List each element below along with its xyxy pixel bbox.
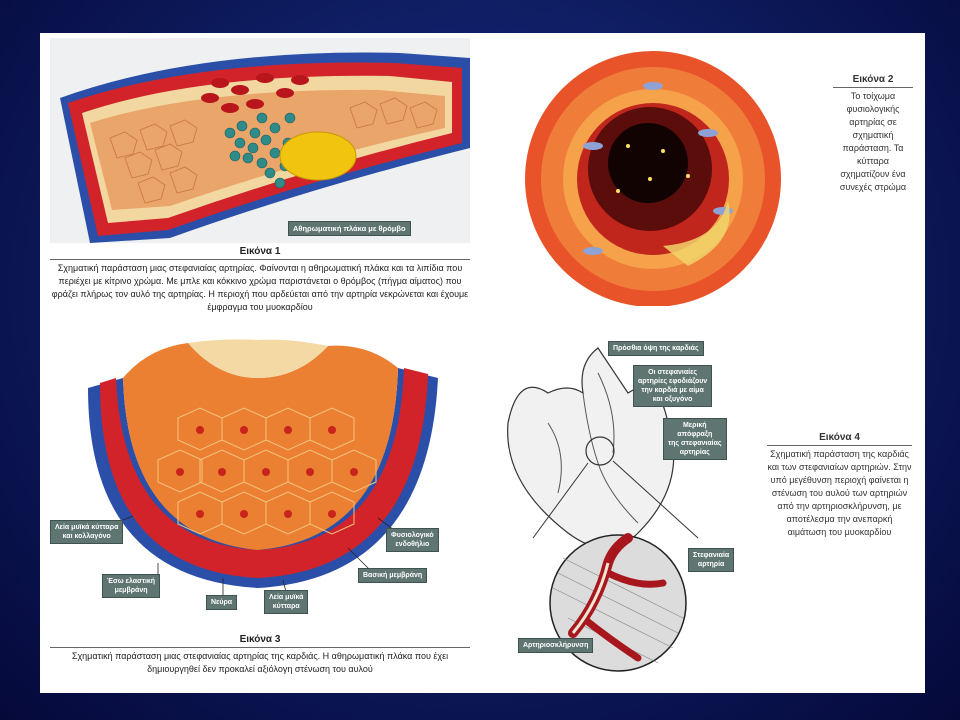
- figure-1-caption-block: Εικόνα 1 Σχηματική παράσταση μιας στεφαν…: [50, 245, 470, 314]
- plaque-narrowing: [571, 562, 610, 634]
- magnify-spot: [585, 436, 615, 466]
- figure-4-heart: Πρόσθια όψη της καρδιάς Οι στεφανιαίες α…: [488, 333, 758, 673]
- label-front-view: Πρόσθια όψη της καρδιάς: [608, 341, 704, 356]
- label-coronary-artery: Στεφανιαία αρτηρία: [688, 548, 735, 572]
- vessel-branch: [604, 569, 667, 588]
- figure-4-illustration: [507, 347, 699, 672]
- figure-2-caption: Το τοίχωμα φυσιολογικής αρτηρίας σε σχημ…: [839, 91, 907, 192]
- label-inner-elastic-membrane: Έσω ελαστική μεμβράνη: [102, 574, 161, 598]
- illustration-sheet: Αθηρωματική πλάκα με θρόμβο Εικόνα 1 Σχη…: [40, 33, 925, 693]
- figure-3-illustration: [88, 339, 438, 601]
- figure-2-cross-section: [488, 51, 828, 306]
- figure-3-artery-interior: Λεία μυϊκά κύτταρα και κολλαγόνο Έσω ελα…: [48, 338, 468, 628]
- figure-3-caption-block: Εικόνα 3 Σχηματική παράσταση μιας στεφαν…: [50, 633, 470, 676]
- label-partial-blockage: Μερική απόφραξη της στεφανιαίας αρτηρίας: [663, 418, 727, 460]
- figure-4-caption: Σχηματική παράσταση της καρδιάς και των …: [767, 449, 912, 537]
- label-normal-endothelium: Φυσιολογικό ενδοθήλιο: [386, 528, 439, 552]
- plaque-patch: [663, 201, 730, 266]
- label-nerves: Νεύρα: [206, 595, 238, 610]
- zoom-line-left: [532, 462, 589, 539]
- zoom-line-right: [612, 460, 699, 539]
- label-basement-membrane: Βασική μεμβράνη: [358, 568, 428, 583]
- media-layer: [100, 368, 428, 578]
- figure-1-artery-thrombus: Αθηρωματική πλάκα με θρόμβο: [50, 38, 470, 243]
- cell-nuclei: [176, 426, 358, 518]
- label-coronary-supply: Οι στεφανιαίες αρτηρίες εφοδιάζουν την κ…: [633, 365, 713, 407]
- cell-nuclei: [616, 144, 690, 193]
- endothelial-cells: [157, 407, 377, 535]
- figure-1-title: Εικόνα 1: [239, 246, 281, 257]
- red-blood-cells: [201, 73, 309, 113]
- heart-outline: [507, 347, 675, 549]
- lumen-top: [188, 339, 328, 378]
- divider: [767, 445, 912, 446]
- figure-4-title: Εικόνα 4: [819, 432, 860, 443]
- lumen-wall: [90, 89, 445, 210]
- figure-4-caption-block: Εικόνα 4 Σχηματική παράσταση της καρδιάς…: [767, 431, 912, 539]
- coronary-branch: [597, 372, 615, 454]
- label-smooth-muscle-collagen: Λεία μυϊκά κύτταρα και κολλαγόνο: [50, 520, 124, 544]
- divider: [50, 259, 470, 260]
- label-atherosclerosis: Αρτηριοσκλήρυνση: [518, 638, 594, 653]
- intima: [123, 343, 398, 550]
- lumen: [608, 123, 688, 203]
- divider: [50, 647, 470, 648]
- coronary-branch-left: [547, 422, 562, 494]
- figure-3-title: Εικόνα 3: [239, 634, 281, 645]
- figure-3-caption: Σχηματική παράσταση μιας στεφανιαίας αρτ…: [71, 651, 449, 674]
- label-atheroma-thrombus: Αθηρωματική πλάκα με θρόμβο: [288, 221, 411, 236]
- figure-2-illustration: [525, 51, 781, 306]
- figure-2-title: Εικόνα 2: [852, 74, 894, 85]
- lipid-plaque: [279, 131, 357, 181]
- cell-pattern: [109, 97, 438, 204]
- figure-1-caption: Σχηματική παράσταση μιας στεφανιαίας αρτ…: [51, 263, 469, 312]
- figure-2-caption-block: Εικόνα 2 Το τοίχωμα φυσιολογικής αρτηρία…: [833, 73, 913, 194]
- figure-1-illustration: [60, 52, 470, 243]
- label-smooth-muscle-cells: Λεία μυϊκά κύτταρα: [264, 590, 309, 614]
- coronary-artery-line: [582, 392, 639, 524]
- endothelial-cells: [583, 82, 733, 255]
- divider: [833, 87, 913, 88]
- vessel-branch-lower: [579, 614, 642, 662]
